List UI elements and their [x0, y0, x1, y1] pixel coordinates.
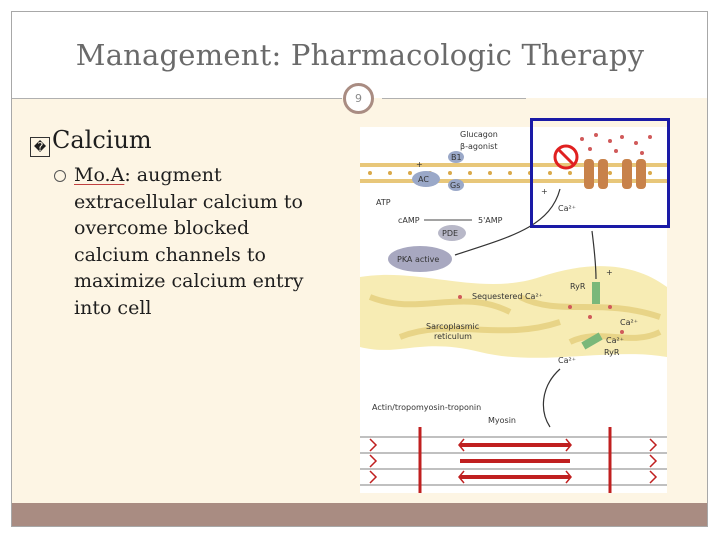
label-glucagon: Glucagon [460, 130, 498, 139]
label-actin: Actin/tropomyosin-troponin [372, 403, 481, 412]
sarcomere [360, 427, 667, 493]
ryr-channel-low [581, 332, 603, 350]
label-pde: PDE [442, 229, 458, 238]
arrow-ca-myofilament [542, 368, 561, 428]
b1-receptor [448, 151, 464, 163]
calcium-ions-sr [458, 295, 624, 334]
label-ca-low: Ca²⁺ [606, 336, 624, 345]
plus-sign-2: + [541, 187, 548, 196]
ryr-channel-top [592, 282, 600, 304]
sr-network [368, 294, 662, 345]
calcium-ions-extracellular [580, 133, 652, 155]
label-sr-1: Sarcoplasmic [426, 322, 479, 331]
pathway-diagram: Glucagon β-agonist AC B1 Gs + + ATP [360, 130, 667, 493]
label-sr-2: reticulum [434, 332, 472, 341]
title-rule-left [12, 98, 342, 99]
gs-protein [448, 179, 464, 191]
plus-sign-1: + [416, 160, 423, 169]
label-gs: Gs [450, 181, 460, 190]
moa-text: : augment extracellular calcium to overc… [74, 164, 304, 319]
pde-enzyme [438, 225, 466, 241]
bottom-bar [12, 503, 707, 526]
calcium-channel-callout-box [530, 118, 670, 228]
label-atp: ATP [376, 198, 391, 207]
bullet-calcium-text: Calcium [52, 126, 152, 154]
slide-title: Management: Pharmacologic Therapy [75, 38, 645, 72]
label-ac: AC [418, 175, 429, 184]
label-beta-agonist: β-agonist [460, 142, 497, 151]
pka-enzyme [388, 246, 452, 272]
moa-abbrev: Mo.A [74, 164, 125, 186]
label-sequestered: Sequestered Ca²⁺ [472, 292, 543, 301]
ac-enzyme [412, 171, 440, 187]
membrane-outer [360, 163, 667, 167]
label-ca-mid: Ca²⁺ [620, 318, 638, 327]
membrane-inner [360, 179, 667, 183]
label-camp: cAMP [398, 216, 420, 225]
prohibited-icon [553, 144, 579, 170]
plus-sign-3: + [606, 268, 613, 277]
page-number-badge: 9 [343, 83, 374, 114]
calcium-pathway-figure: Glucagon β-agonist AC B1 Gs + + ATP [360, 127, 667, 493]
circle-bullet-icon [54, 170, 66, 182]
label-ca-bottom: Ca²⁺ [558, 356, 576, 365]
title-rule-right [382, 98, 526, 99]
bullet-calcium: �Calcium [30, 126, 152, 157]
label-pka: PKA active [397, 255, 439, 264]
calcium-channels [584, 159, 646, 189]
arrow-pka-channel [454, 188, 561, 256]
label-ryr-top: RyR [570, 282, 586, 291]
label-5amp: 5'AMP [478, 216, 503, 225]
bullet-glyph-icon: � [30, 137, 50, 157]
label-myosin: Myosin [488, 416, 516, 425]
label-ca-top: Ca²⁺ [558, 204, 576, 213]
label-b1: B1 [451, 153, 462, 162]
bullet-moa: Mo.A: augment extracellular calcium to o… [74, 162, 324, 321]
arrow-ca-ryr [591, 230, 597, 280]
label-ryr-low: RyR [604, 348, 620, 357]
